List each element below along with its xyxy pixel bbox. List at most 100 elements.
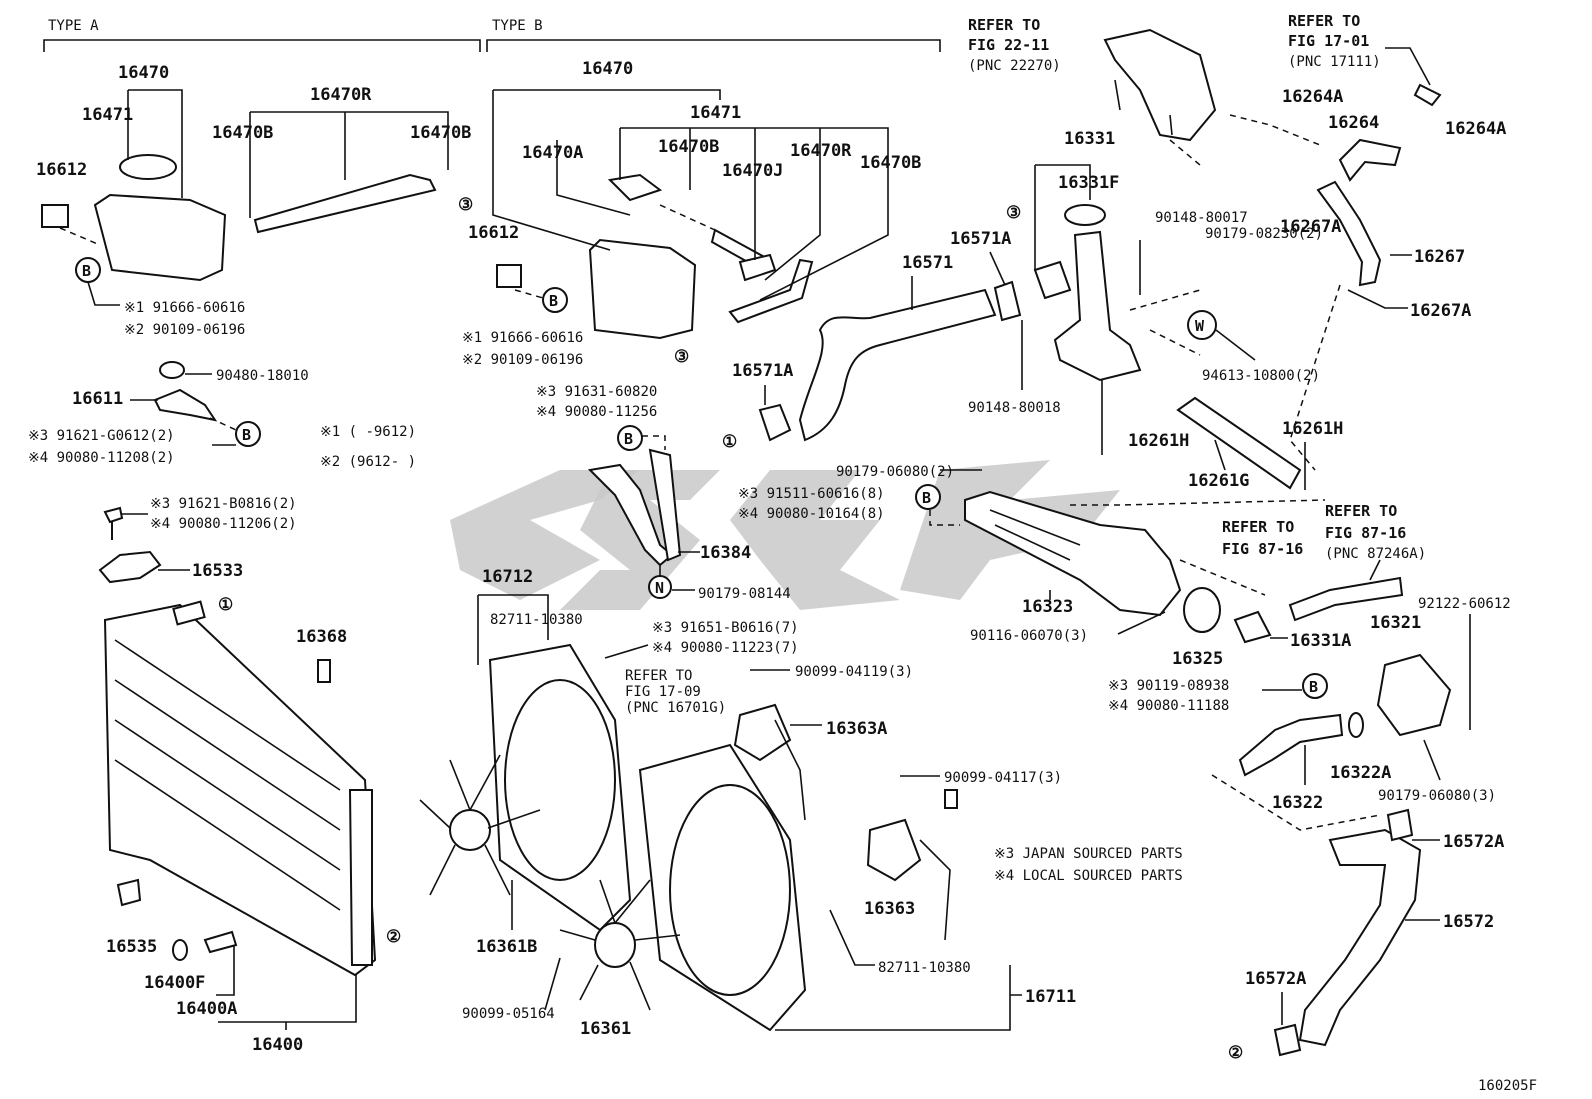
label-16572a-1: 16572A (1443, 832, 1504, 852)
svg-text:B: B (242, 426, 251, 444)
motor-16363a (733, 703, 806, 821)
marker-b-e (915, 484, 941, 510)
bracket-16611 (153, 361, 237, 431)
note-f-2: ※4 90080-10164(8) (738, 506, 885, 522)
code-82711-10380-b: 82711-10380 (878, 960, 971, 976)
label-16471-a: 16471 (82, 105, 133, 125)
label-16261h-1: 16261H (1128, 431, 1189, 451)
leader-16470-b (492, 89, 721, 251)
note-serial-1: ※1 ( -9612) (320, 424, 416, 440)
label-16470b-b2: 16470B (860, 153, 921, 173)
hose-16572 (1273, 808, 1422, 1057)
label-16384: 16384 (700, 543, 751, 563)
hose-16261g (1176, 396, 1302, 490)
svg-text:B: B (82, 262, 91, 280)
marker-one-hose: ① (722, 432, 737, 452)
hose-87246a (1288, 576, 1404, 622)
refer-block-87-16-a: REFER TO FIG 87-16 (1222, 518, 1303, 558)
code-90099-05164: 90099-05164 (462, 1006, 555, 1022)
marker-three-a: ③ (458, 195, 473, 215)
refer-block-87-16-b: REFER TO FIG 87-16 (PNC 87246A) (1325, 502, 1426, 562)
label-16361: 16361 (580, 1019, 631, 1039)
label-16535: 16535 (106, 937, 157, 957)
label-16712: 16712 (482, 567, 533, 587)
fan-shroud-16711 (638, 743, 807, 1032)
label-16363: 16363 (864, 899, 915, 919)
svg-text:B: B (549, 292, 558, 310)
legend-local: ※4 LOCAL SOURCED PARTS (994, 868, 1183, 884)
bracket-type-b (486, 39, 941, 52)
code-90099-04119: 90099-04119(3) (795, 664, 913, 680)
svg-text:FIG 17-01: FIG 17-01 (1288, 32, 1369, 50)
label-16611: 16611 (72, 389, 123, 409)
bolt-16533 (103, 506, 124, 540)
label-16363a: 16363A (826, 719, 887, 739)
note-c-1: ※3 91621-G0612(2) (28, 428, 175, 444)
breather-assembly (1103, 28, 1321, 166)
svg-text:(PNC 22270): (PNC 22270) (968, 58, 1061, 74)
code-90179-06080-3: 90179-06080(3) (1378, 788, 1496, 804)
fan-shroud-16712 (488, 643, 632, 932)
label-16368: 16368 (296, 627, 347, 647)
marker-b-c (235, 421, 261, 447)
svg-text:B: B (922, 489, 931, 507)
note-g-2: ※4 90080-11223(7) (652, 640, 799, 656)
note-a-2: ※2 90109-06196 (124, 322, 245, 338)
refer-block-17-09: REFER TO FIG 17-09 (PNC 16701G) (625, 668, 726, 716)
note-g-1: ※3 91651-B0616(7) (652, 620, 799, 636)
gasket-16325 (1183, 587, 1221, 633)
label-16325: 16325 (1172, 649, 1223, 669)
svg-text:REFER TO: REFER TO (1325, 502, 1397, 520)
label-16331: 16331 (1064, 129, 1115, 149)
label-16331f: 16331F (1058, 173, 1119, 193)
label-16322a: 16322A (1330, 763, 1391, 783)
marker-b-f (1302, 673, 1328, 699)
note-e-2: ※4 90080-11256 (536, 404, 657, 420)
svg-text:FIG 17-09: FIG 17-09 (625, 684, 701, 700)
label-16612-b: 16612 (468, 223, 519, 243)
label-16261h-2: 16261H (1282, 419, 1343, 439)
svg-text:FIG 22-11: FIG 22-11 (968, 36, 1049, 54)
marker-one-rad: ① (218, 595, 233, 615)
svg-text:W: W (1195, 317, 1205, 335)
code-90179-08230: 90179-08230(2) (1205, 226, 1323, 242)
label-16400a: 16400A (176, 999, 237, 1019)
label-16323: 16323 (1022, 597, 1073, 617)
code-90179-06080-2: 90179-06080(2) (836, 464, 954, 480)
label-16264a-2: 16264A (1445, 119, 1506, 139)
pipe-16322 (1238, 713, 1344, 777)
svg-text:REFER TO: REFER TO (1222, 518, 1294, 536)
legend-japan: ※3 JAPAN SOURCED PARTS (994, 846, 1183, 862)
fan-16361b (419, 754, 541, 896)
hose-16571 (758, 280, 1022, 442)
leader-16470r-a (250, 111, 449, 170)
label-16331a: 16331A (1290, 631, 1351, 651)
label-16322: 16322 (1272, 793, 1323, 813)
label-16571a-1: 16571A (950, 229, 1011, 249)
thermostat-16331a (1233, 610, 1272, 644)
marker-three-b: ③ (674, 347, 689, 367)
leader-16470a (128, 89, 183, 198)
svg-text:B: B (1309, 678, 1318, 696)
marker-b-b (542, 287, 568, 313)
reservoir-type-a (41, 154, 437, 282)
code-82711-10380-a: 82711-10380 (490, 612, 583, 628)
label-16571a-2: 16571A (732, 361, 793, 381)
note-c-2: ※4 90080-11208(2) (28, 450, 175, 466)
hose-16264 (1338, 138, 1402, 182)
label-16321: 16321 (1370, 613, 1421, 633)
refer-block-17-01: REFER TO FIG 17-01 (PNC 17111) (1288, 12, 1381, 70)
svg-text:(PNC 16701G): (PNC 16701G) (625, 700, 726, 716)
label-16533: 16533 (192, 561, 243, 581)
header-type-a: TYPE A (48, 18, 99, 34)
code-90099-04117: 90099-04117(3) (944, 770, 1062, 786)
hose-16267 (1316, 180, 1382, 287)
svg-text:(PNC 17111): (PNC 17111) (1288, 54, 1381, 70)
marker-two-rad: ② (386, 927, 401, 947)
label-16400: 16400 (252, 1035, 303, 1055)
label-16470-a: 16470 (118, 63, 169, 83)
header-type-b: TYPE B (492, 18, 543, 34)
note-b-1: ※1 91666-60616 (462, 330, 583, 346)
svg-text:FIG 87-16: FIG 87-16 (1325, 524, 1406, 542)
